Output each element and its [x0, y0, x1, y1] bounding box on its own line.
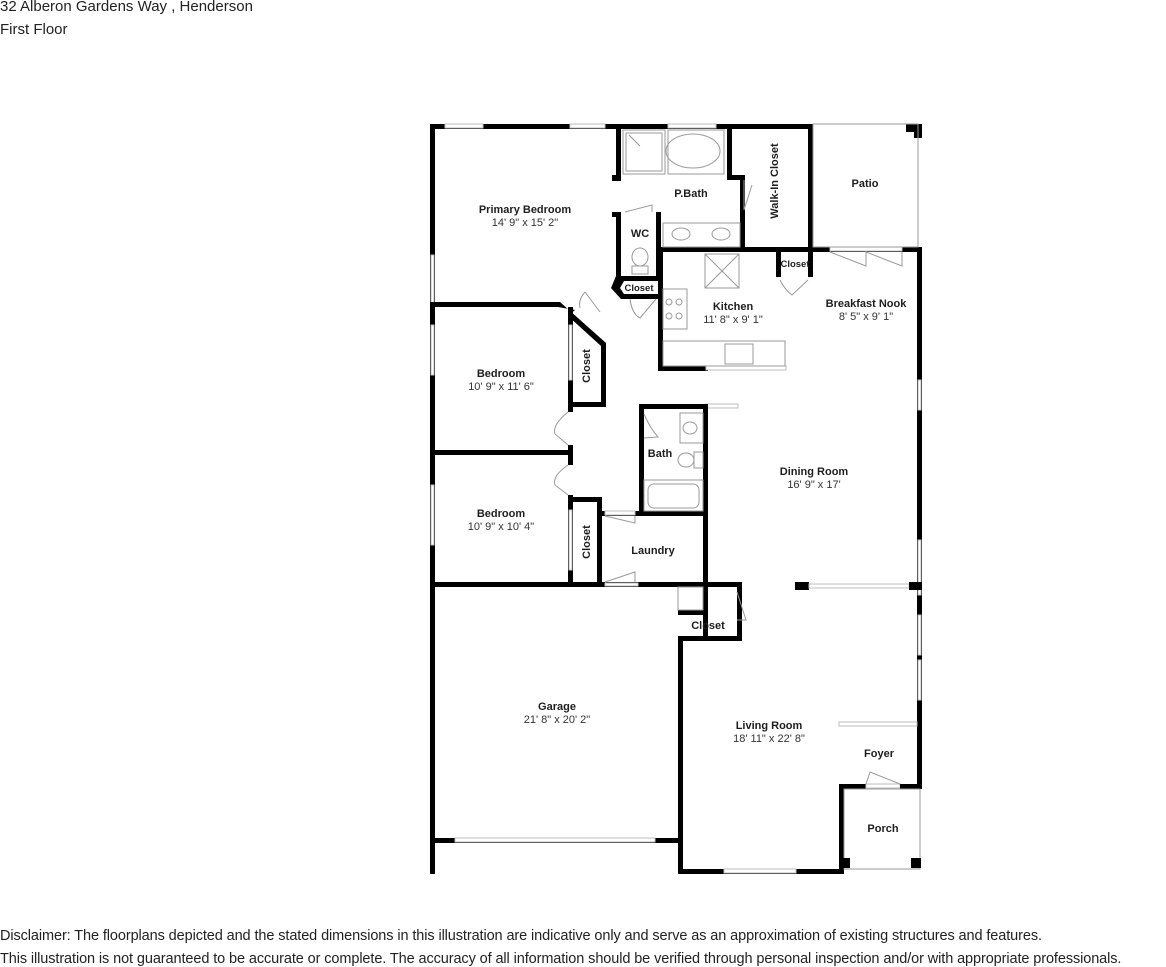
room-closet-bedroom-2-name: Closet — [581, 525, 593, 559]
stove-icon — [662, 288, 688, 330]
bath-sink-icon — [679, 412, 704, 444]
room-walk-in-closet-name: Walk-In Closet — [769, 143, 781, 219]
room-dining-room-name: Dining Room — [780, 466, 849, 478]
room-laundry-name: Laundry — [631, 545, 675, 557]
toilet-icon — [631, 247, 649, 267]
range-hood-icon — [704, 253, 740, 289]
room-p-bath-name: P.Bath — [674, 188, 708, 200]
room-kitchen-dims: 11' 8" x 9' 1" — [703, 314, 763, 326]
room-bedroom-2-name: Bedroom — [477, 508, 526, 520]
disclaimer-line-1: Disclaimer: The floorplans depicted and … — [0, 928, 1042, 944]
room-garage-dims: 21' 8" x 20' 2" — [524, 714, 591, 726]
floor-label: First Floor — [0, 21, 68, 38]
counter-icon — [662, 340, 786, 367]
room-closet-wc-name: Closet — [624, 283, 654, 294]
room-breakfast-nook-name: Breakfast Nook — [826, 298, 908, 310]
bathtub-icon — [665, 133, 721, 169]
room-living-room-name: Living Room — [736, 720, 803, 732]
room-bedroom-1-dims: 10' 9" x 11' 6" — [468, 381, 534, 393]
doors — [554, 180, 903, 785]
fixtures — [622, 129, 786, 512]
room-primary-bedroom-name: Primary Bedroom — [479, 204, 572, 216]
room-wc-name: WC — [631, 228, 649, 240]
room-breakfast-nook-dims: 8' 5" x 9' 1" — [839, 311, 893, 323]
bath-tub-icon — [643, 479, 704, 512]
room-bedroom-1-name: Bedroom — [477, 368, 526, 380]
room-patio-name: Patio — [852, 178, 879, 190]
shower-icon — [622, 129, 666, 175]
disclaimer-line-2: This illustration is not guaranteed to b… — [0, 951, 1122, 967]
room-bedroom-2-dims: 10' 9" x 10' 4" — [468, 521, 535, 533]
room-kitchen-name: Kitchen — [713, 301, 754, 313]
room-closet-kitchen-name: Closet — [780, 259, 810, 270]
room-primary-bedroom-dims: 14' 9" x 15' 2" — [492, 217, 559, 229]
room-dining-room-dims: 16' 9" x 17' — [787, 479, 840, 491]
room-labels: Primary Bedroom 14' 9" x 15' 2" P.Bath W… — [468, 143, 907, 835]
room-closet-bedroom-1-name: Closet — [581, 349, 593, 383]
room-foyer-name: Foyer — [864, 748, 895, 760]
vanity-icon — [662, 222, 741, 248]
property-address: 32 Alberon Gardens Way , Henderson — [0, 0, 253, 15]
room-garage-name: Garage — [538, 701, 576, 713]
room-porch-name: Porch — [867, 823, 898, 835]
room-bath-name: Bath — [648, 448, 673, 460]
walls — [430, 123, 922, 874]
room-closet-living-name: Closet — [691, 620, 725, 632]
room-living-room-dims: 18' 11" x 22' 8" — [733, 733, 805, 745]
sink-icon — [724, 343, 754, 365]
bath-toilet-icon — [677, 452, 695, 468]
